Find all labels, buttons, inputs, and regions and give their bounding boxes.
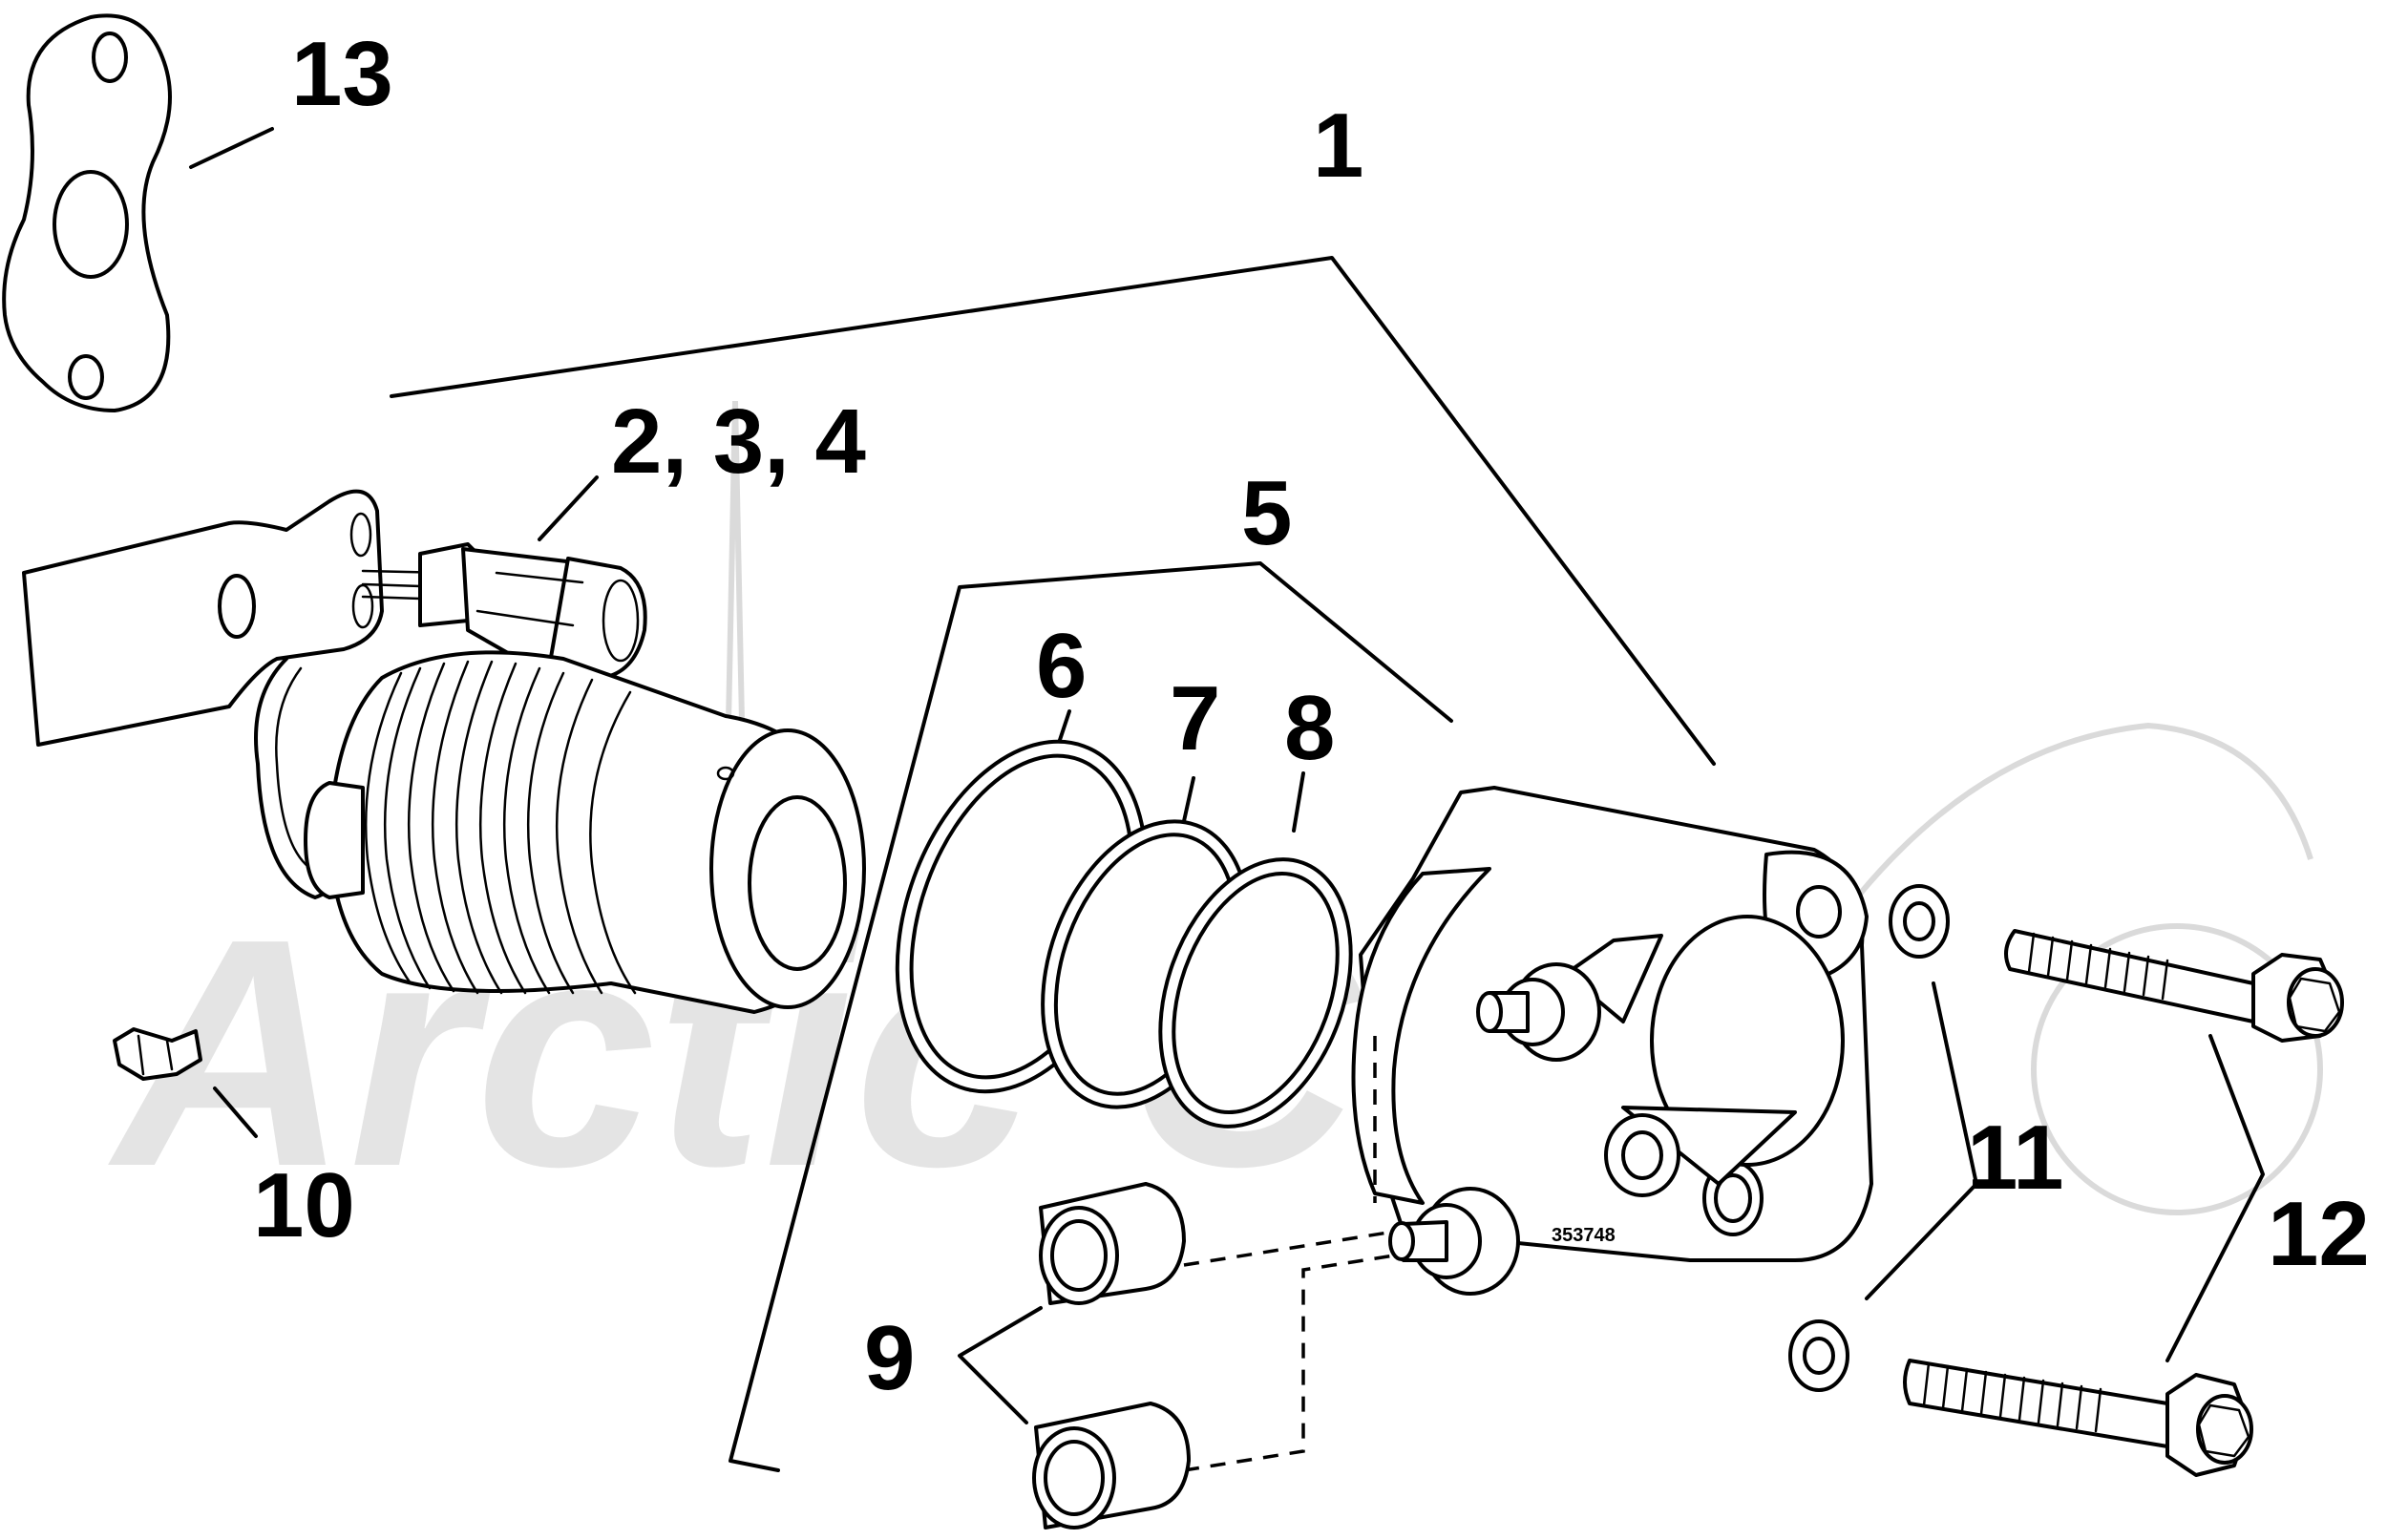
sleeve-upper: [1039, 1182, 1186, 1305]
callout-7: 7: [1170, 667, 1220, 770]
callout-2-3-4: 2, 3, 4: [611, 390, 866, 493]
callout-11: 11: [1967, 1107, 2063, 1209]
callout-10: 10: [253, 1154, 355, 1256]
callout-1: 1: [1313, 95, 1363, 197]
bolt-upper: [2004, 929, 2344, 1043]
sleeve-lower: [1032, 1402, 1191, 1529]
part-11-washers: [1788, 884, 1950, 1392]
callout-12: 12: [2268, 1183, 2370, 1285]
callout-13: 13: [291, 23, 393, 125]
part-13-gasket: [2, 13, 172, 412]
callout-6: 6: [1036, 615, 1087, 717]
bolt-lower: [1903, 1359, 2253, 1477]
sensor-cylinder: [304, 650, 866, 1014]
part-2-3-4-sensor-assembly: [22, 489, 866, 1014]
part-9-dowel-sleeves: [1032, 1036, 1395, 1529]
part-number-stamp: 353748: [1552, 1225, 1616, 1246]
callout-9: 9: [864, 1307, 915, 1409]
part-10-clip: [113, 1027, 202, 1081]
part-8-o-ring: [1158, 857, 1353, 1129]
callout-labels: 1 2, 3, 4 5 6 7 8 9 10 11 12 13: [253, 23, 2370, 1409]
callout-5: 5: [1241, 462, 1292, 564]
callout-8: 8: [1284, 677, 1335, 779]
part-12-bolts: [1903, 929, 2344, 1477]
washer-upper: [1889, 884, 1950, 959]
housing-body: 353748: [1351, 786, 1873, 1296]
washer-lower: [1788, 1319, 1849, 1392]
